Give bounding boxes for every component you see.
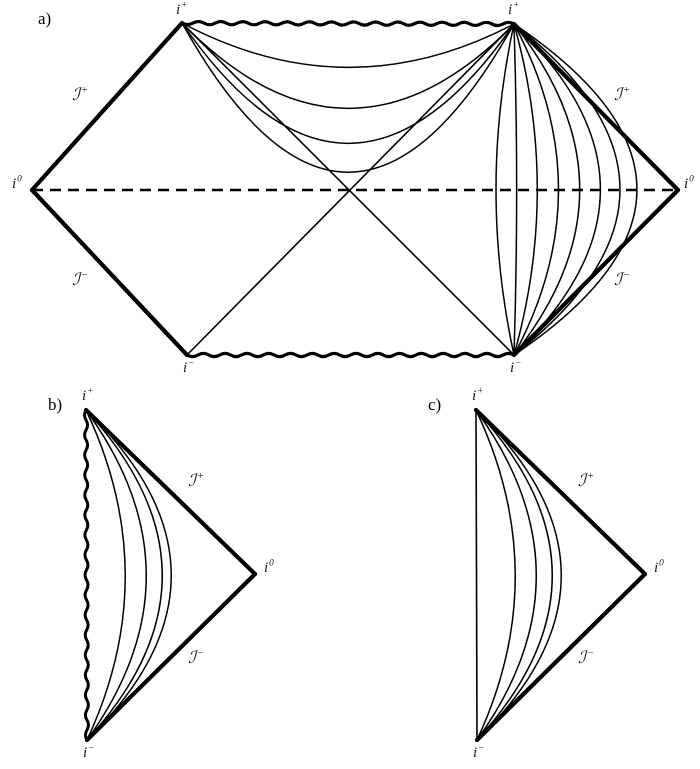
panel-c-label: c) bbox=[428, 395, 441, 414]
panel-a-scri-minus-right bbox=[511, 187, 681, 358]
panel-b-label-i-minus-base: i− bbox=[83, 744, 94, 761]
panel-a-label-scri-plus-right-base: ℐ+ bbox=[614, 85, 630, 104]
panel-a-label: a) bbox=[38, 9, 51, 28]
panel-b-label-i-plus-base: i+ bbox=[82, 387, 93, 404]
panel-c-label-i-plus-base: i+ bbox=[472, 387, 483, 404]
panel-a-horizon-2 bbox=[186, 23, 515, 356]
panel-a-exterior-curve-7 bbox=[513, 23, 621, 356]
panel-a-interior-curve-4 bbox=[181, 22, 515, 173]
panel-a-label-i-minus-left-base: i− bbox=[183, 359, 194, 376]
panel-b-label-i-minus: i− bbox=[83, 744, 94, 761]
panel-c-label-scri-minus-base: ℐ− bbox=[578, 648, 594, 667]
panel-a-exterior-curve-1 bbox=[495, 23, 515, 356]
panel-b-label: b) bbox=[48, 395, 62, 414]
panel-a-past-singularity bbox=[185, 351, 516, 359]
panel-b-scri-minus bbox=[84, 571, 258, 743]
panel-c-label-i-zero-base: i0 bbox=[654, 559, 664, 576]
panel-b-singularity bbox=[83, 408, 90, 742]
panel-a-label-scri-minus-right-base: ℐ− bbox=[614, 270, 630, 289]
panel-c-scri-plus bbox=[473, 407, 648, 577]
panel-b-label-scri-minus: ℐ− bbox=[188, 648, 204, 667]
panel-a-label-scri-minus-left: ℐ− bbox=[72, 270, 88, 289]
panel-c-label-i-minus: i− bbox=[473, 744, 484, 761]
panel-c-scri-minus bbox=[474, 571, 648, 743]
panel-b-label-scri-plus: ℐ+ bbox=[188, 471, 204, 490]
panel-a-exterior-curve-8 bbox=[513, 23, 638, 356]
panel-a-label-i-plus-right-base: i+ bbox=[508, 1, 519, 18]
panel-c-curve-2 bbox=[475, 409, 537, 741]
panel-c-label-scri-minus: ℐ− bbox=[578, 648, 594, 667]
panel-a-interior-curve-2 bbox=[181, 22, 515, 109]
panel-c-label-i-minus-base: i− bbox=[473, 744, 484, 761]
panel-a-label-i-plus-right: i+ bbox=[508, 1, 519, 18]
panel-a-label-scri-minus-right: ℐ− bbox=[614, 270, 630, 289]
panel-c-curve-3 bbox=[475, 409, 553, 741]
panel-a-label-i-zero-right-base: i0 bbox=[684, 175, 694, 192]
panel-a-interior-curve-1 bbox=[181, 22, 515, 68]
panel-c-label-i-zero: i0 bbox=[654, 559, 664, 576]
panel-a-exterior-curve-3 bbox=[513, 23, 538, 356]
panel-c-curve-1 bbox=[475, 409, 516, 741]
panel-c-label-i-plus: i+ bbox=[472, 387, 483, 404]
panel-c-curve-4 bbox=[475, 409, 562, 741]
panel-b-label-scri-plus-base: ℐ+ bbox=[188, 471, 204, 490]
panel-c-origin-line bbox=[475, 409, 478, 741]
panel-a-label-i-zero-left-base: i0 bbox=[12, 175, 22, 192]
panel-a-label-i-zero-left: i0 bbox=[12, 175, 22, 192]
panel-a-scri-minus-left bbox=[29, 187, 190, 358]
panel-a-scri-plus-left bbox=[29, 20, 185, 193]
panel-a-label-scri-plus-left-base: ℐ+ bbox=[72, 85, 88, 104]
panel-a-label-scri-minus-left-base: ℐ− bbox=[72, 270, 88, 289]
panel-a-label-i-zero-right: i0 bbox=[684, 175, 694, 192]
panel-c-label-scri-plus: ℐ+ bbox=[578, 471, 594, 490]
panel-b-scri-plus bbox=[83, 407, 258, 577]
panel-a-label-i-plus-left-base: i+ bbox=[176, 1, 187, 18]
panel-a-label-scri-plus-left: ℐ+ bbox=[72, 85, 88, 104]
panel-b-label-scri-minus-base: ℐ− bbox=[188, 648, 204, 667]
panel-a-label-i-minus-right-base: i− bbox=[510, 359, 521, 376]
panel-b-curve-4 bbox=[85, 409, 172, 741]
panel-a-exterior-curve-4 bbox=[513, 23, 560, 356]
panel-a-exterior-curve-5 bbox=[513, 23, 581, 356]
panel-b-label-i-zero-base: i0 bbox=[264, 559, 274, 576]
panel-a-exterior-curve-6 bbox=[513, 23, 601, 356]
panel-a-label-i-plus-left: i+ bbox=[176, 1, 187, 18]
panel-a-label-scri-plus-right: ℐ+ bbox=[614, 85, 630, 104]
panel-a-future-singularity bbox=[180, 19, 516, 28]
panel-b-curve-2 bbox=[85, 409, 147, 741]
panel-a-label-i-minus-right: i− bbox=[510, 359, 521, 376]
panel-a-exterior-curve-2 bbox=[513, 23, 518, 356]
panel-b-label-i-zero: i0 bbox=[264, 559, 274, 576]
panel-c-label-scri-plus-base: ℐ+ bbox=[578, 471, 594, 490]
panel-a-interior-curve-3 bbox=[181, 22, 515, 144]
panel-b-curve-3 bbox=[85, 409, 163, 741]
panel-b-curve-1 bbox=[85, 409, 126, 741]
panel-a-label-i-minus-left: i− bbox=[183, 359, 194, 376]
panel-b-label-i-plus: i+ bbox=[82, 387, 93, 404]
